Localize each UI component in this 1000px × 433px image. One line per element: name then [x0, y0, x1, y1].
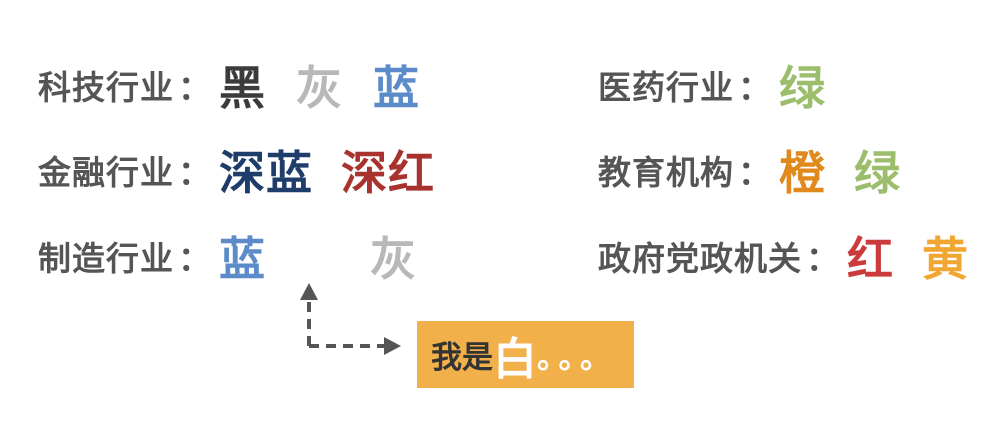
- industry-label: 制造行业: [38, 239, 174, 278]
- row-education: 教育机构 ： 橙 绿: [598, 137, 901, 203]
- colon: ：: [178, 239, 211, 278]
- color-word-orange: 橙: [779, 146, 826, 200]
- color-word-blue: 蓝: [219, 232, 266, 286]
- color-word-blue: 蓝: [373, 61, 420, 115]
- color-word-navy: 深蓝: [219, 146, 313, 200]
- colon: ：: [178, 68, 211, 107]
- white-callout-box: 我是 白 。。。: [417, 321, 634, 388]
- row-tech: 科技行业 ： 黑 灰 蓝: [38, 52, 420, 118]
- colon: ：: [806, 239, 839, 278]
- color-word-yellow: 黄: [922, 232, 969, 286]
- industry-label: 政府党政机关: [598, 239, 802, 278]
- callout-highlight-white: 白: [493, 333, 537, 385]
- row-manufacturing: 制造行业 ： 蓝 灰: [38, 223, 417, 289]
- color-word-dark-red: 深红: [341, 146, 435, 200]
- industry-label: 教育机构: [598, 153, 734, 192]
- color-word-green: 绿: [854, 146, 901, 200]
- color-word-red: 红: [847, 232, 894, 286]
- callout-prefix: 我是: [431, 340, 493, 376]
- industry-label: 科技行业: [38, 68, 174, 107]
- colon: ：: [738, 153, 771, 192]
- callout-dots: 。。。: [537, 340, 617, 376]
- row-finance: 金融行业 ： 深蓝 深红: [38, 137, 435, 203]
- row-medical: 医药行业 ： 绿: [598, 52, 826, 118]
- color-word-black: 黑: [219, 61, 266, 115]
- color-word-green: 绿: [779, 61, 826, 115]
- colon: ：: [178, 153, 211, 192]
- colon: ：: [738, 68, 771, 107]
- industry-label: 医药行业: [598, 68, 734, 107]
- industry-label: 金融行业: [38, 153, 174, 192]
- row-government: 政府党政机关 ： 红 黄: [598, 223, 969, 289]
- color-word-gray: 灰: [370, 232, 417, 286]
- color-word-gray: 灰: [296, 61, 343, 115]
